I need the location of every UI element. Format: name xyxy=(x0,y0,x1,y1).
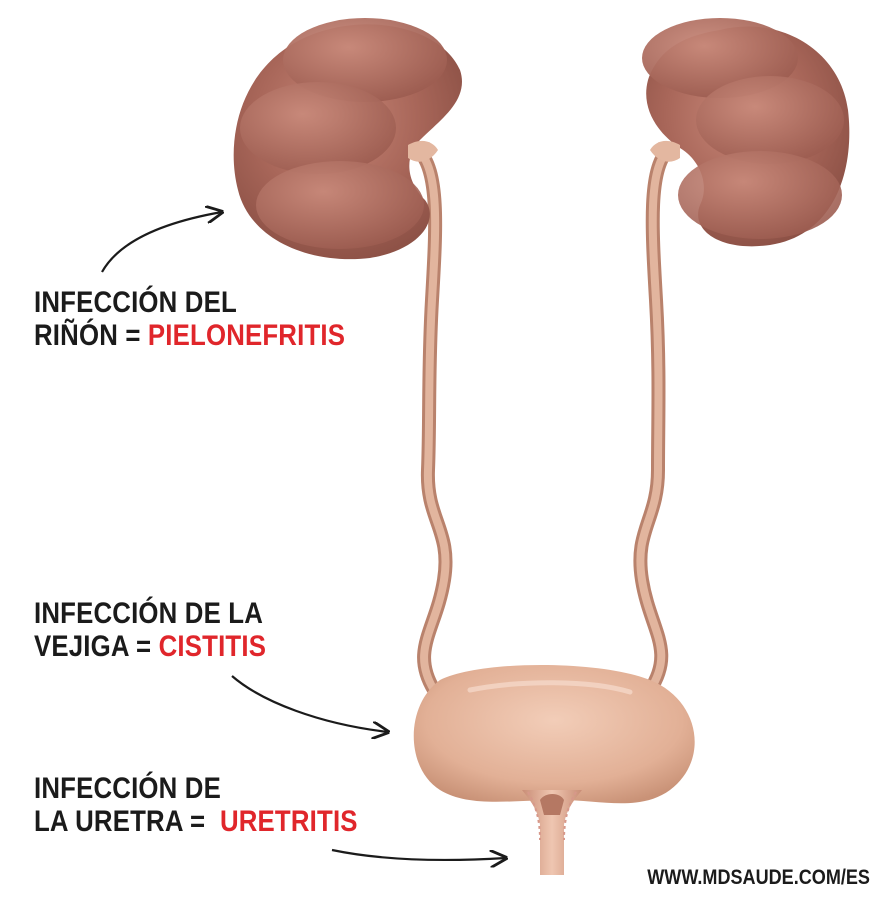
kidney-label-line2: RIÑÓN = PIELONEFRITIS xyxy=(34,319,345,352)
left-kidney xyxy=(234,18,462,259)
bladder-label-line1: INFECCIÓN DE LA xyxy=(34,597,266,630)
urethra-label-line2: LA URETRA = URETRITIS xyxy=(34,805,358,838)
bladder-infection-label: INFECCIÓN DE LA VEJIGA = CISTITIS xyxy=(34,597,266,663)
right-ureter xyxy=(640,150,668,690)
kidney-arrow xyxy=(102,212,222,272)
kidney-term-pielonefritis: PIELONEFRITIS xyxy=(148,319,345,352)
urethra-arrow xyxy=(332,850,506,860)
bladder-label-line2: VEJIGA = CISTITIS xyxy=(34,630,266,663)
kidney-label-prefix: RIÑÓN = xyxy=(34,319,148,352)
right-kidney xyxy=(642,18,849,246)
urethra-label-prefix: LA URETRA = xyxy=(34,805,220,838)
urethra-label-line1: INFECCIÓN DE xyxy=(34,772,358,805)
urethra-term-uretritis: URETRITIS xyxy=(220,805,358,838)
urethra-infection-label: INFECCIÓN DE LA URETRA = URETRITIS xyxy=(34,772,358,838)
bladder-label-prefix: VEJIGA = xyxy=(34,630,159,663)
source-url: WWW.MDSAUDE.COM/ES xyxy=(647,866,870,890)
bladder xyxy=(414,665,695,803)
kidney-label-line1: INFECCIÓN DEL xyxy=(34,286,345,319)
kidney-infection-label: INFECCIÓN DEL RIÑÓN = PIELONEFRITIS xyxy=(34,286,345,352)
urethra xyxy=(522,790,582,875)
bladder-arrow xyxy=(232,676,388,732)
bladder-term-cistitis: CISTITIS xyxy=(159,630,266,663)
